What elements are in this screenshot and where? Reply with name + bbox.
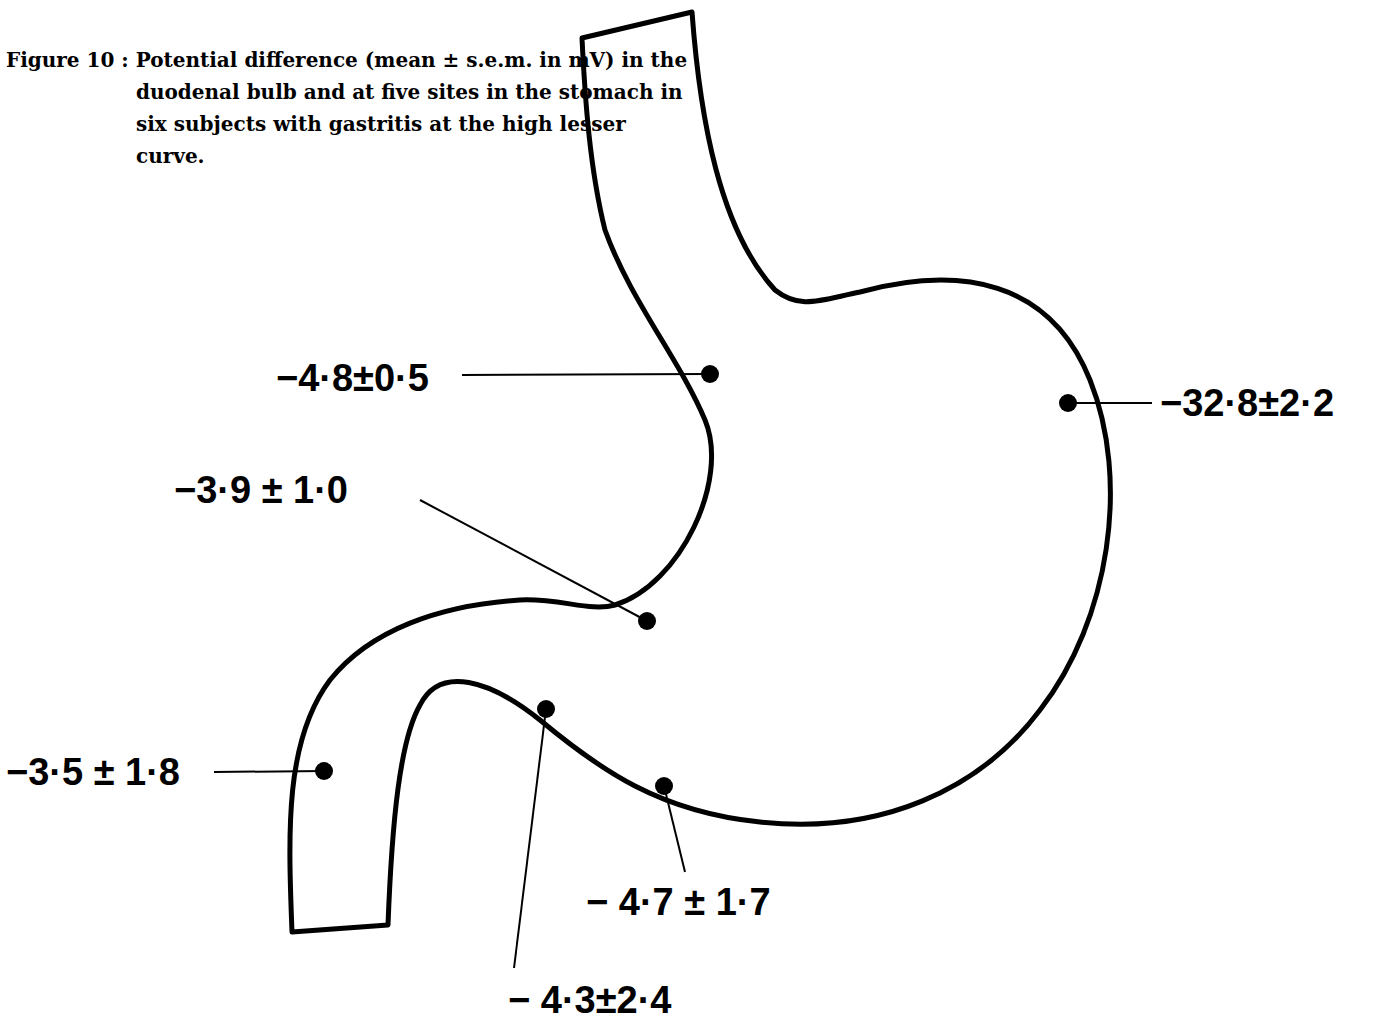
measurement-dot <box>638 612 656 630</box>
potential-value: − 4·3±2·4 <box>508 981 671 1019</box>
measurement-dot <box>315 762 333 780</box>
measurement-dot <box>701 365 719 383</box>
figure-caption: Figure 10 : Potential difference (mean ±… <box>6 44 691 172</box>
potential-value: −3·5 ± 1·8 <box>6 753 180 791</box>
measurement-dot <box>537 700 555 718</box>
measurement-dot <box>655 777 673 795</box>
leader-line <box>214 771 324 772</box>
leader-lines <box>214 374 1152 968</box>
potential-value: −4·8±0·5 <box>276 359 429 397</box>
leader-line <box>462 374 710 375</box>
potential-value: − 4·7 ± 1·7 <box>586 883 771 921</box>
stomach-outline <box>290 12 1110 932</box>
potential-value: −3·9 ± 1·0 <box>174 471 348 509</box>
potential-value: −32·8±2·2 <box>1160 384 1334 422</box>
leader-line <box>664 786 685 872</box>
leader-line <box>420 500 647 621</box>
leader-line <box>1068 402 1152 404</box>
measurement-dot <box>1059 394 1077 412</box>
measurement-dots <box>315 365 1077 795</box>
leader-line <box>514 709 546 968</box>
